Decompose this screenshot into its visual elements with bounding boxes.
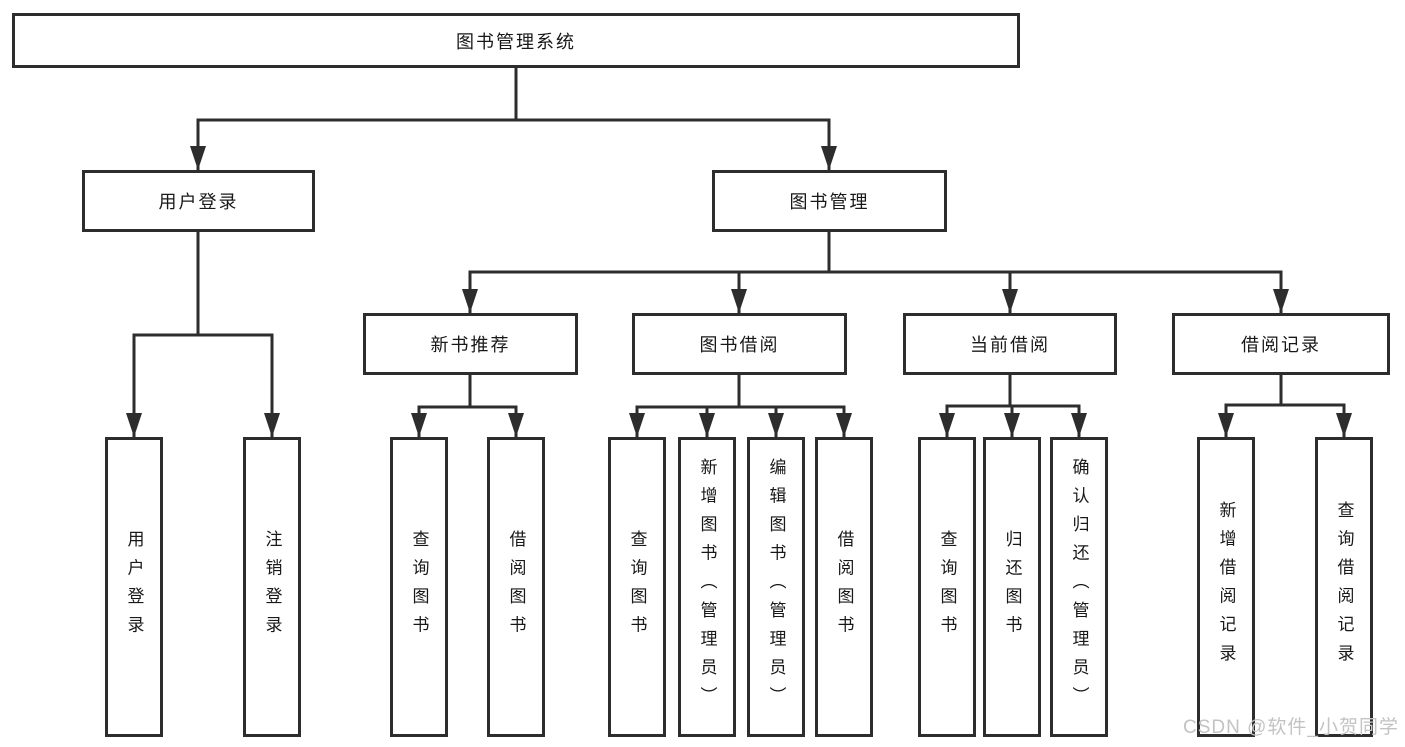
node-user-login-branch: 用户登录 — [82, 170, 315, 232]
node-current-borrow: 当前借阅 — [903, 313, 1117, 375]
node-leaf-cb-search: 查询图书 — [918, 437, 976, 737]
node-leaf-bb-edit: 编辑图书（管理员） — [747, 437, 805, 737]
node-leaf-bb-search: 查询图书 — [608, 437, 666, 737]
node-leaf-cb-confirm: 确认归还（管理员） — [1050, 437, 1108, 737]
node-borrow-record: 借阅记录 — [1172, 313, 1390, 375]
node-leaf-bb-add: 新增图书（管理员） — [678, 437, 736, 737]
node-root: 图书管理系统 — [12, 13, 1020, 68]
node-leaf-nb-search: 查询图书 — [390, 437, 448, 737]
node-leaf-cb-return: 归还图书 — [983, 437, 1041, 737]
node-leaf-user-login: 用户登录 — [105, 437, 163, 737]
node-new-book-rec: 新书推荐 — [363, 313, 578, 375]
node-book-mgmt: 图书管理 — [712, 170, 947, 232]
node-leaf-logout: 注销登录 — [243, 437, 301, 737]
node-leaf-bb-borrow: 借阅图书 — [815, 437, 873, 737]
node-leaf-br-search: 查询借阅记录 — [1315, 437, 1373, 737]
node-leaf-nb-borrow: 借阅图书 — [487, 437, 545, 737]
node-leaf-br-add: 新增借阅记录 — [1197, 437, 1255, 737]
node-book-borrow: 图书借阅 — [632, 313, 847, 375]
